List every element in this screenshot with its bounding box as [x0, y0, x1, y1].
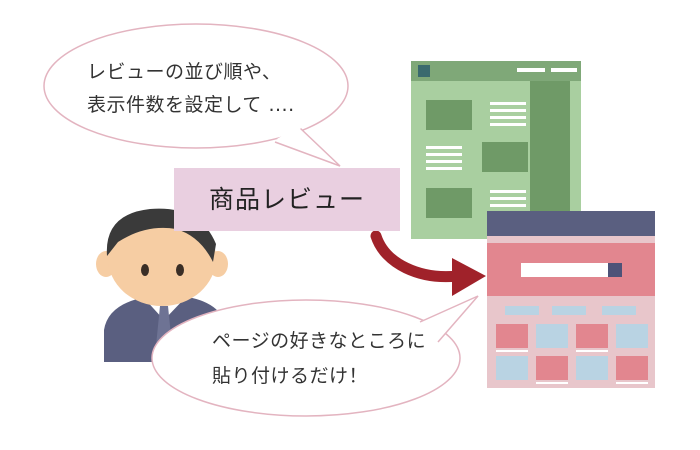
speech-bubble-top [43, 23, 349, 167]
red-page-mockup [487, 211, 655, 388]
bubble-top-line-1: レビューの並び順や、 [87, 61, 282, 83]
bubble-bottom-line-1: ページの好きなところに [212, 330, 427, 352]
bubble-top-line-2: 表示件数を設定して .... [87, 94, 295, 116]
product-review-label: 商品レビュー [174, 168, 400, 231]
product-review-label-text: 商品レビュー [208, 185, 365, 214]
speech-bubble-bottom [151, 295, 479, 417]
curved-arrow-icon [370, 230, 486, 296]
bubble-bottom-line-2: 貼り付けるだけ！ [212, 365, 369, 387]
